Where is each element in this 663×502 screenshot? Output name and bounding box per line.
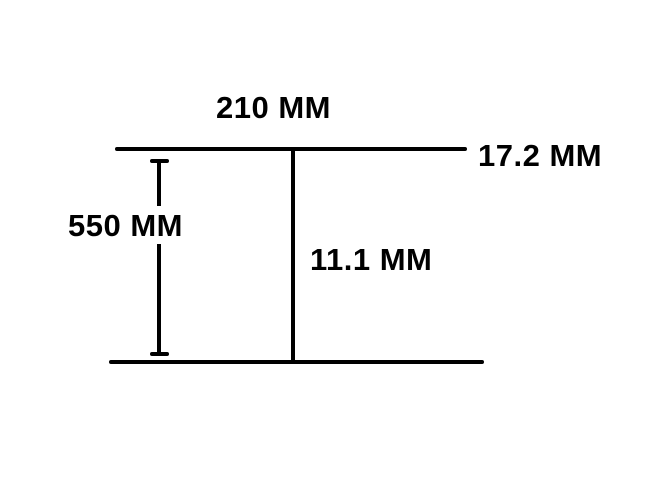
height-dimension-bracket <box>150 159 169 356</box>
web-thickness-label: 11.1 MM <box>310 242 433 277</box>
top-width-label: 210 MM <box>216 90 331 125</box>
top-thickness-label: 17.2 MM <box>478 138 603 173</box>
height-label: 550 MM <box>68 208 183 243</box>
